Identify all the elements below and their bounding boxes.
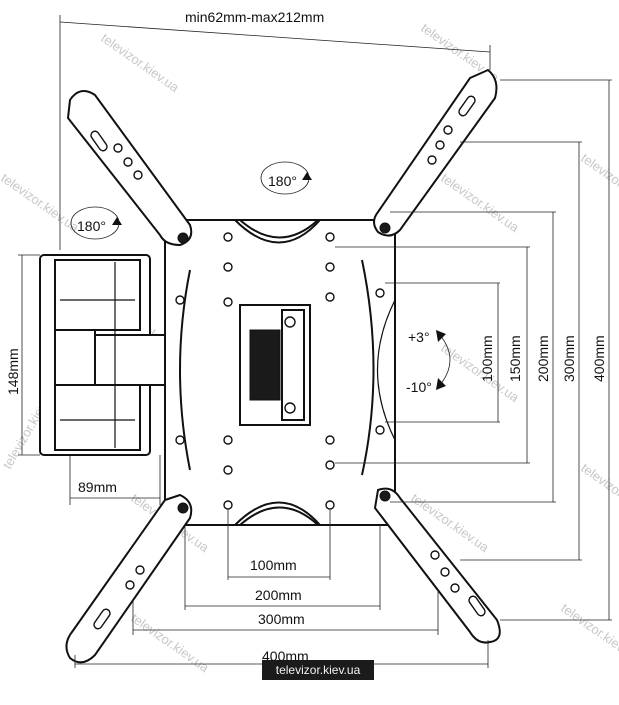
range-label: min62mm-max212mm xyxy=(185,9,324,25)
tilt-up-label: +3° xyxy=(408,329,430,345)
watermark-text: televizor.kiev.ua xyxy=(578,460,619,525)
watermark-text: televizor.kiev.ua xyxy=(98,30,182,95)
tilt-down-label: -10° xyxy=(406,379,432,395)
v100-label: 100mm xyxy=(479,335,495,382)
v200-label: 200mm xyxy=(535,335,551,382)
vertical-dimensions: 100mm 150mm 200mm 300mm 400mm xyxy=(335,79,612,621)
watermark-text: televizor.kiev.ua xyxy=(438,170,522,235)
h300-label: 300mm xyxy=(258,611,305,627)
watermark-text: televizor.kiev.ua xyxy=(0,170,82,235)
v150-label: 150mm xyxy=(507,335,523,382)
watermark-text: televizor.kiev.ua xyxy=(558,600,619,665)
arm-top-right xyxy=(373,68,498,237)
rotation-left: 180° xyxy=(70,206,122,240)
height-label: 148mm xyxy=(5,348,21,395)
v400-label: 400mm xyxy=(591,335,607,382)
h200-label: 200mm xyxy=(255,587,302,603)
wall-arm: 148mm 89mm xyxy=(5,254,191,505)
tilt-indicator: +3° -10° xyxy=(406,329,451,395)
site-credit-badge: televizor.kiev.ua xyxy=(262,660,374,680)
h100-label: 100mm xyxy=(250,557,297,573)
arm-top-left xyxy=(66,90,193,247)
rotation-top: 180° xyxy=(260,161,312,195)
depth-label: 89mm xyxy=(78,479,117,495)
rotation-left-label: 180° xyxy=(77,218,106,234)
range-dimension: min62mm-max212mm xyxy=(59,9,491,250)
watermark-text: televizor.kiev.ua xyxy=(578,150,619,215)
watermark-text: televizor.kiev.ua xyxy=(128,610,212,675)
rotation-top-label: 180° xyxy=(268,173,297,189)
arm-bottom-right xyxy=(373,487,501,644)
v300-label: 300mm xyxy=(561,335,577,382)
center-plate xyxy=(164,219,396,526)
mount-holes xyxy=(175,232,385,510)
arm-bottom-left xyxy=(65,493,193,664)
